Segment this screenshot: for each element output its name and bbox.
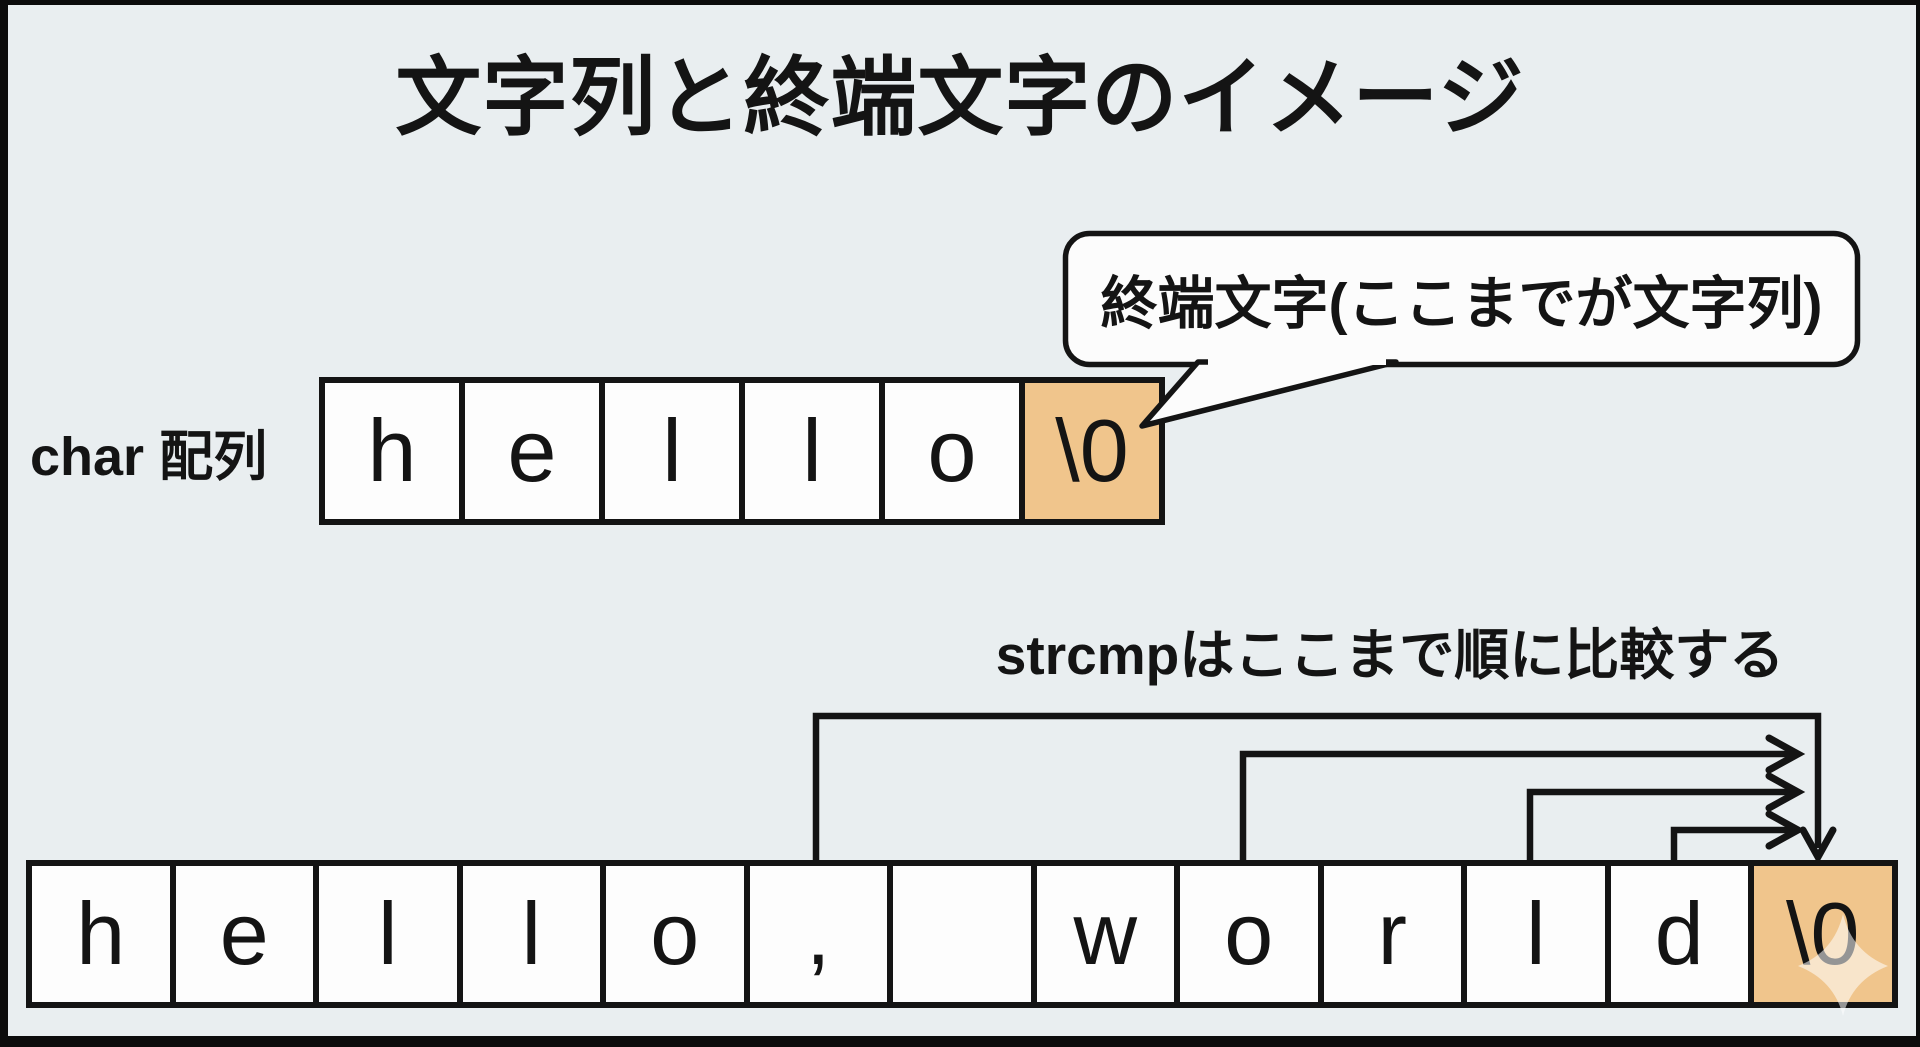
- arrow-right-head-icon: [1765, 772, 1806, 812]
- array-cell: h: [319, 377, 465, 525]
- array-cell-space: [887, 860, 1037, 1008]
- string-array-row: h e l l o , w o r l d \0: [26, 860, 1898, 1008]
- frame-border-right: [1916, 0, 1920, 1047]
- callout-tail: [1139, 359, 1399, 429]
- array-cell-terminator: \0: [1019, 377, 1165, 525]
- sparkle-icon: [1798, 914, 1888, 1016]
- compare-arrow-line-4: [1670, 826, 1794, 864]
- frame-border-top: [0, 0, 1920, 5]
- compare-arrow-line-1: [812, 712, 1822, 864]
- char-array-row: h e l l o \0: [319, 377, 1165, 525]
- array-cell: e: [459, 377, 605, 525]
- array-cell: r: [1317, 860, 1467, 1008]
- callout-tail-seam: [1208, 354, 1386, 365]
- arrow-down-head-icon: [1799, 826, 1837, 865]
- char-array-label: char 配列: [30, 426, 268, 487]
- page-title: 文字列と終端文字のイメージ: [395, 50, 1525, 146]
- callout-bubble: [1062, 230, 1861, 368]
- frame-border-left: [0, 0, 8, 1047]
- arrow-right-head-icon: [1765, 810, 1806, 850]
- strcmp-label: strcmpはここまで順に比較する: [995, 624, 1785, 686]
- callout-text: 終端文字(ここまでが文字列): [1100, 272, 1823, 336]
- array-cell: o: [600, 860, 750, 1008]
- compare-arrow-line-3: [1526, 788, 1794, 864]
- frame-border-bottom: [0, 1036, 1920, 1047]
- arrow-right-head-icon: [1765, 734, 1806, 774]
- compare-arrow-line-2: [1239, 750, 1794, 864]
- array-cell: l: [739, 377, 885, 525]
